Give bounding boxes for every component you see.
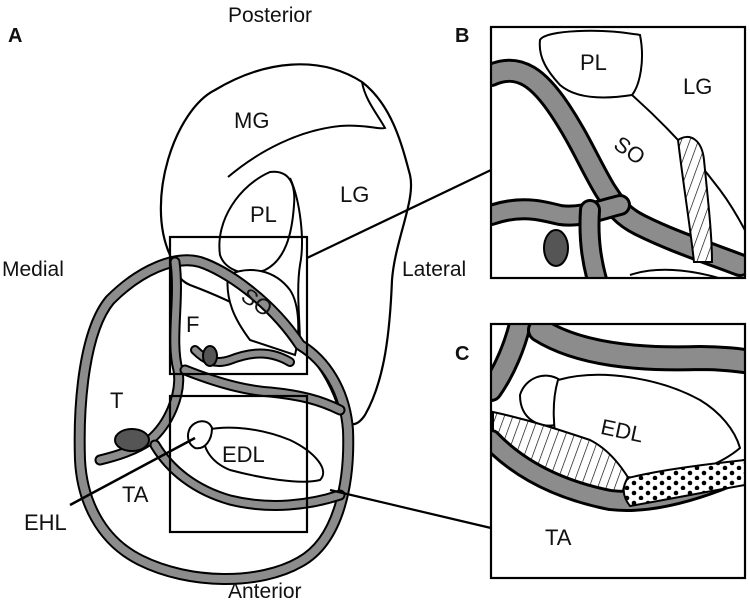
posterior-label: Posterior (228, 4, 312, 27)
panel-c: C EDL TA (455, 322, 747, 580)
panel-b-label-lg: LG (683, 74, 712, 99)
panel-c-frame (489, 322, 747, 580)
panel-b-label: B (455, 25, 469, 47)
vessel-f (202, 345, 218, 367)
label-pl: PL (250, 202, 277, 227)
label-lg: LG (340, 182, 369, 207)
lg-boundary (289, 177, 303, 346)
connector-b (306, 169, 492, 259)
panel-c-label-ta: TA (545, 525, 572, 550)
lateral-label: Lateral (402, 258, 466, 281)
ehl-muscle (186, 420, 214, 450)
label-t: T (110, 388, 123, 413)
panel-a-label: A (8, 25, 22, 47)
panel-a: A Posterior Anterior Medial Lateral MG L… (2, 4, 492, 603)
medial-label: Medial (2, 258, 64, 281)
connector-c (329, 488, 492, 530)
label-f: F (186, 312, 199, 337)
zoom-box-b (168, 235, 309, 376)
zoom-box-c (168, 394, 309, 534)
label-ehl: EHL (24, 510, 67, 535)
ehl-leader-line (69, 436, 196, 507)
mg-lg-boundary (227, 81, 387, 178)
panel-b: B PL LG SO (455, 25, 747, 280)
panel-b-frame (489, 25, 747, 280)
label-edl: EDL (222, 442, 265, 467)
label-mg: MG (234, 108, 269, 133)
vessel-t (114, 428, 150, 452)
panel-b-label-pl: PL (580, 50, 607, 75)
label-ta: TA (122, 482, 149, 507)
anterior-label: Anterior (228, 580, 302, 603)
panel-c-label: C (455, 343, 469, 365)
edl-muscle (202, 426, 325, 483)
